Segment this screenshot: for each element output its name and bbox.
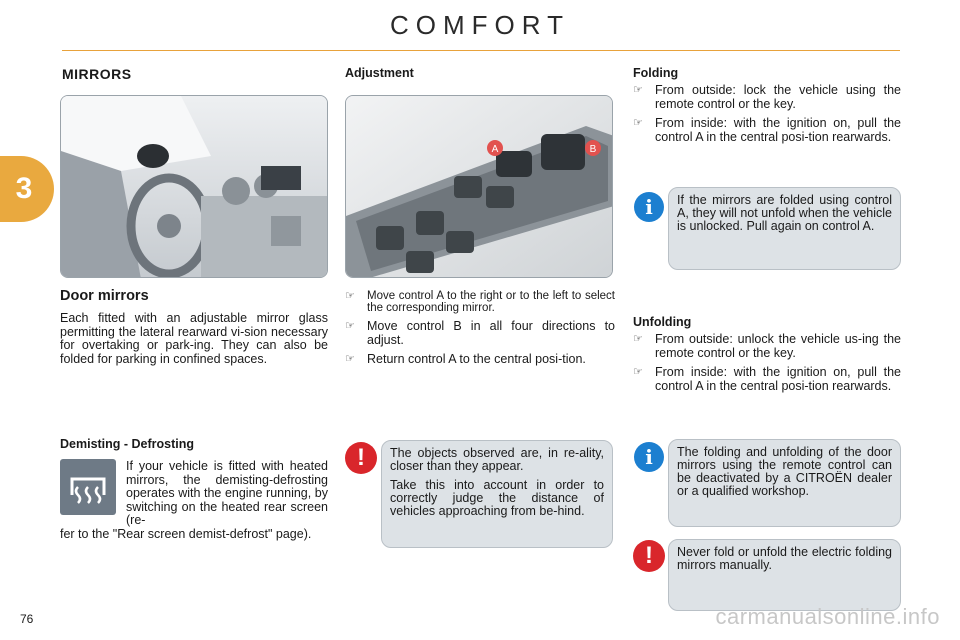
info-note-folded: If the mirrors are folded using control … [668, 187, 901, 270]
door-mirrors-text: Each fitted with an adjustable mirror gl… [60, 311, 328, 366]
list-item: ☞From outside: lock the vehicle using th… [633, 83, 901, 111]
rear-defrost-icon [60, 459, 116, 515]
door-mirrors-heading: Door mirrors [60, 288, 149, 304]
list-item: ☞From inside: with the ignition on, pull… [633, 116, 901, 144]
chapter-tab: 3 [0, 156, 54, 222]
callout-a: A [492, 144, 499, 155]
list-item: ☞From outside: unlock the vehicle us-ing… [633, 332, 901, 360]
exclamation-icon: ! [345, 442, 377, 474]
pointing-hand-icon: ☞ [633, 333, 643, 345]
folding-heading: Folding [633, 66, 679, 80]
demisting-heading: Demisting - Defrosting [60, 437, 195, 451]
list-item: ☞Return control A to the central posi-ti… [345, 352, 586, 366]
adjustment-list: ☞Move control A to the right or to the l… [345, 290, 615, 373]
pointing-hand-icon: ☞ [633, 84, 643, 96]
info-note-dealer: The folding and unfolding of the door mi… [668, 439, 901, 527]
pointing-hand-icon: ☞ [345, 290, 355, 302]
info-icon: i [634, 442, 664, 472]
exclamation-icon: ! [633, 540, 665, 572]
adjustment-heading: Adjustment [345, 66, 414, 80]
pointing-hand-icon: ☞ [345, 320, 355, 332]
page-number: 76 [20, 612, 34, 626]
car-interior-photo [60, 95, 328, 278]
warning-note-manual: Never fold or unfold the electric foldin… [668, 539, 901, 611]
pointing-hand-icon: ☞ [633, 117, 643, 129]
list-item: ☞Move control B in all four directions t… [345, 319, 615, 347]
demisting-text: If your vehicle is fitted with heated mi… [126, 459, 328, 527]
pointing-hand-icon: ☞ [633, 366, 643, 378]
watermark: carmanualsonline.info [715, 604, 940, 629]
mirror-controls-photo: A B [345, 95, 613, 278]
callout-b: B [590, 144, 597, 155]
list-item: ☞From inside: with the ignition on, pull… [633, 365, 901, 393]
warning-note: The objects observed are, in re-ality, c… [381, 440, 613, 548]
section-title: MIRRORS [62, 66, 132, 82]
folding-list: ☞From outside: lock the vehicle using th… [633, 83, 901, 150]
title-rule [62, 50, 900, 51]
demisting-text-continued: fer to the "Rear screen demist-defrost" … [60, 527, 312, 541]
unfolding-heading: Unfolding [633, 315, 692, 329]
list-item: ☞Move control A to the right or to the l… [345, 290, 615, 314]
info-icon: i [634, 192, 664, 222]
pointing-hand-icon: ☞ [345, 353, 355, 365]
page-title: COMFORT [390, 10, 570, 40]
unfolding-list: ☞From outside: unlock the vehicle us-ing… [633, 332, 901, 399]
